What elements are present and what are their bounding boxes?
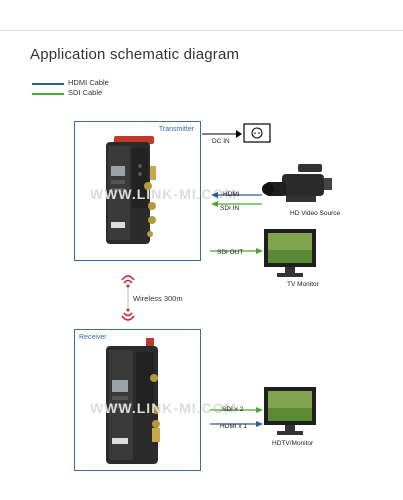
receiver-label: Receiver xyxy=(79,334,107,341)
tv-monitor-icon xyxy=(264,229,316,277)
sdi-x2-label: SDI x 2 xyxy=(222,406,244,413)
power-line xyxy=(202,130,242,138)
camera-icon xyxy=(262,164,332,202)
hdmi-legend-label: HDMI Cable xyxy=(68,78,109,87)
dc-in-label: DC IN xyxy=(212,138,230,145)
hdtv-monitor-label: HDTV/Monitor xyxy=(272,440,314,447)
receiver-device-icon xyxy=(106,338,160,464)
input-arrows xyxy=(211,192,262,207)
hdtv-monitor-icon xyxy=(264,387,316,435)
legend-hdmi: HDMI Cable xyxy=(32,78,152,90)
sdi-legend-label: SDI Cable xyxy=(68,88,103,97)
transmitter-label: Transmitter xyxy=(158,126,194,133)
transmitter-device-icon xyxy=(106,136,156,244)
power-socket-icon xyxy=(243,123,271,143)
output-arrows xyxy=(210,407,263,427)
sdi-in-label: SDI IN xyxy=(220,205,240,212)
sdi-out-label: SDI OUT xyxy=(217,249,244,256)
wireless-range-label: Wireless 300m xyxy=(133,294,183,303)
hdmi-legend-line xyxy=(32,83,64,85)
top-divider xyxy=(0,30,403,31)
sdi-legend-line xyxy=(32,93,64,95)
hdmi-label: HDMI xyxy=(223,191,240,198)
hd-video-source-label: HD Video Source xyxy=(290,210,341,217)
hdmi-x1-label: HDMI x 1 xyxy=(220,423,248,430)
watermark-receiver: WWW.LINK-MI.COM xyxy=(90,400,238,416)
page-title: Application schematic diagram xyxy=(30,46,240,63)
legend-sdi: SDI Cable xyxy=(32,88,152,100)
sdi-out-arrow xyxy=(210,248,263,254)
tv-monitor-label: TV Monitor xyxy=(287,281,319,288)
wireless-signal-icon xyxy=(121,275,135,321)
watermark-transmitter: WWW.LINK-MI.COM xyxy=(90,186,238,202)
